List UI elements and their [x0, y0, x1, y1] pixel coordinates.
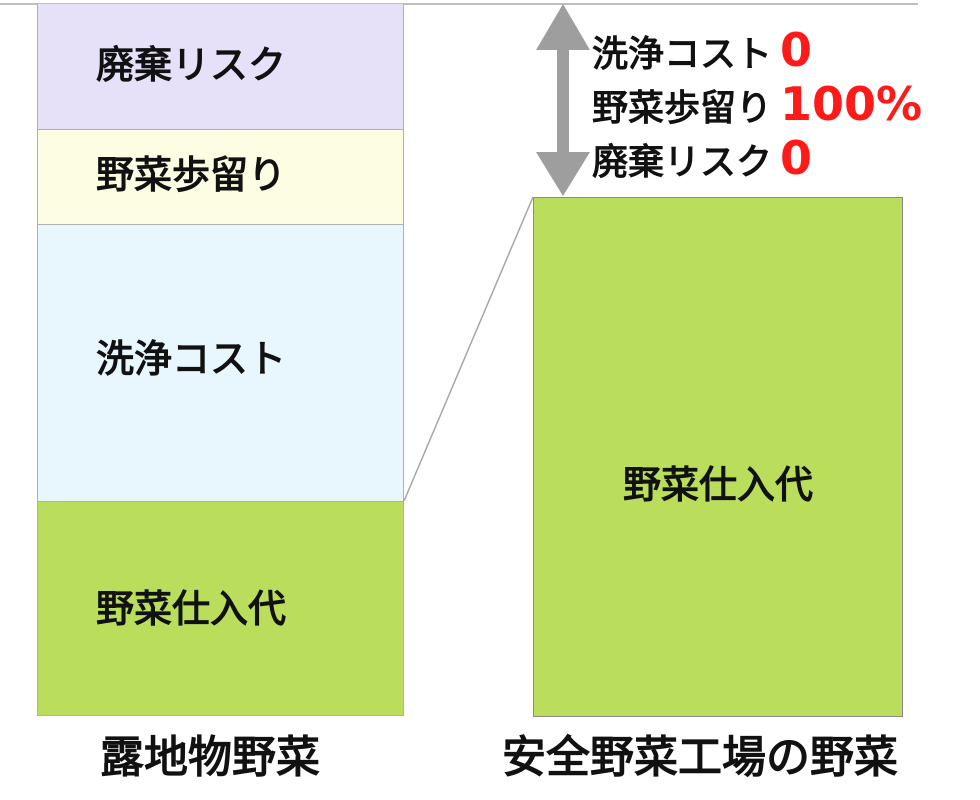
annotation-vegetable-yield: 野菜歩留り 100% [592, 77, 923, 131]
left-column-caption: 露地物野菜 [100, 732, 320, 783]
top-divider-line [0, 3, 918, 5]
annotation-waste-risk-value: 0 [780, 131, 813, 185]
right-column-caption: 安全野菜工場の野菜 [502, 732, 898, 783]
annotation-waste-risk-name: 廃棄リスク [592, 142, 773, 183]
annotation-vegetable-yield-value: 100% [780, 77, 923, 131]
double-arrow-icon [536, 4, 590, 196]
left-segment-vegetable-yield-label: 野菜歩留り [96, 153, 287, 197]
connector-line [403, 196, 534, 502]
annotation-waste-risk: 廃棄リスク 0 [592, 131, 813, 185]
left-segment-washing-cost-label: 洗浄コスト [96, 337, 287, 381]
left-segment-purchase-cost-label: 野菜仕入代 [96, 587, 287, 631]
left-segment-purchase-cost [37, 501, 404, 716]
right-segment-purchase-cost [533, 197, 903, 717]
right-segment-purchase-cost-label: 野菜仕入代 [622, 463, 813, 507]
left-segment-waste-risk-label: 廃棄リスク [96, 43, 287, 87]
annotation-washing-cost-name: 洗浄コスト [592, 34, 773, 75]
left-segment-waste-risk [37, 4, 404, 130]
annotation-vegetable-yield-name: 野菜歩留り [592, 88, 773, 129]
annotation-washing-cost-value: 0 [780, 23, 813, 77]
annotation-washing-cost: 洗浄コスト 0 [592, 23, 813, 77]
left-segment-washing-cost [37, 224, 404, 502]
